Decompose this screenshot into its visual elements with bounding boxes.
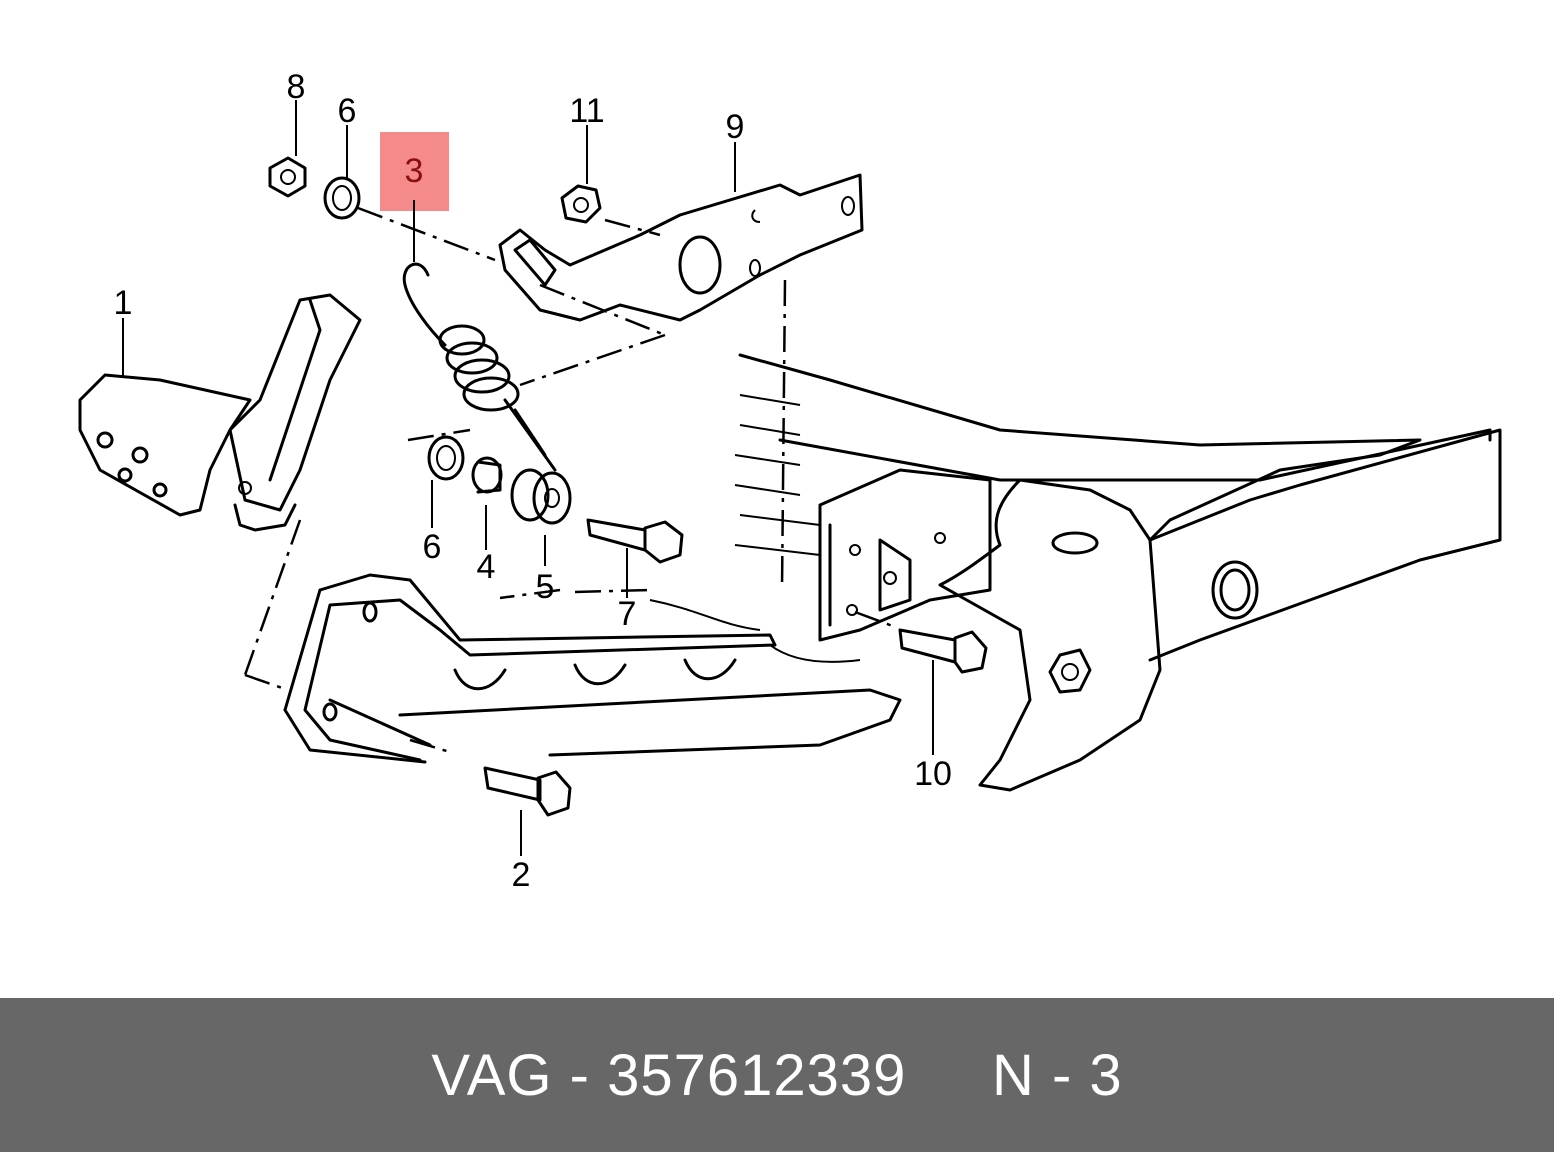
callout-9: 9 bbox=[725, 108, 745, 146]
bolt-part-10 bbox=[898, 628, 988, 674]
callout-6-lower: 6 bbox=[422, 528, 442, 566]
mount-part-1 bbox=[78, 293, 362, 532]
part-number-footer: VAG - 357612339 N - 3 bbox=[0, 998, 1554, 1152]
bushing-part-5 bbox=[510, 468, 572, 525]
callout-4: 4 bbox=[476, 548, 496, 586]
bushing-part-4 bbox=[471, 456, 503, 494]
bracket-part-9 bbox=[498, 173, 864, 322]
part-number-label: VAG - 357612339 N - 3 bbox=[431, 1042, 1123, 1108]
leader-lines bbox=[122, 100, 934, 856]
nut-part-8 bbox=[268, 156, 307, 198]
assembly-lines bbox=[243, 206, 899, 754]
bolt-part-7 bbox=[586, 518, 684, 564]
washer-part-6-lower bbox=[427, 435, 465, 481]
washer-part-6-top bbox=[323, 176, 361, 220]
nut-part-11 bbox=[560, 184, 602, 224]
callout-7: 7 bbox=[617, 595, 637, 633]
bolt-part-2 bbox=[483, 766, 572, 817]
callout-5: 5 bbox=[535, 568, 555, 606]
callout-10: 10 bbox=[914, 755, 952, 793]
spring-part-3 bbox=[402, 262, 557, 472]
callout-1: 1 bbox=[113, 284, 133, 322]
callout-8: 8 bbox=[286, 68, 306, 106]
lower-lever-arm bbox=[283, 573, 902, 764]
callout-2: 2 bbox=[511, 856, 531, 894]
exploded-parts-diagram bbox=[78, 100, 1502, 856]
callout-3: 3 bbox=[404, 152, 424, 190]
callout-11: 11 bbox=[569, 92, 605, 130]
callout-6-top: 6 bbox=[337, 92, 357, 130]
highlight-box-part-3 bbox=[380, 132, 449, 211]
axle-beam bbox=[734, 353, 1502, 792]
